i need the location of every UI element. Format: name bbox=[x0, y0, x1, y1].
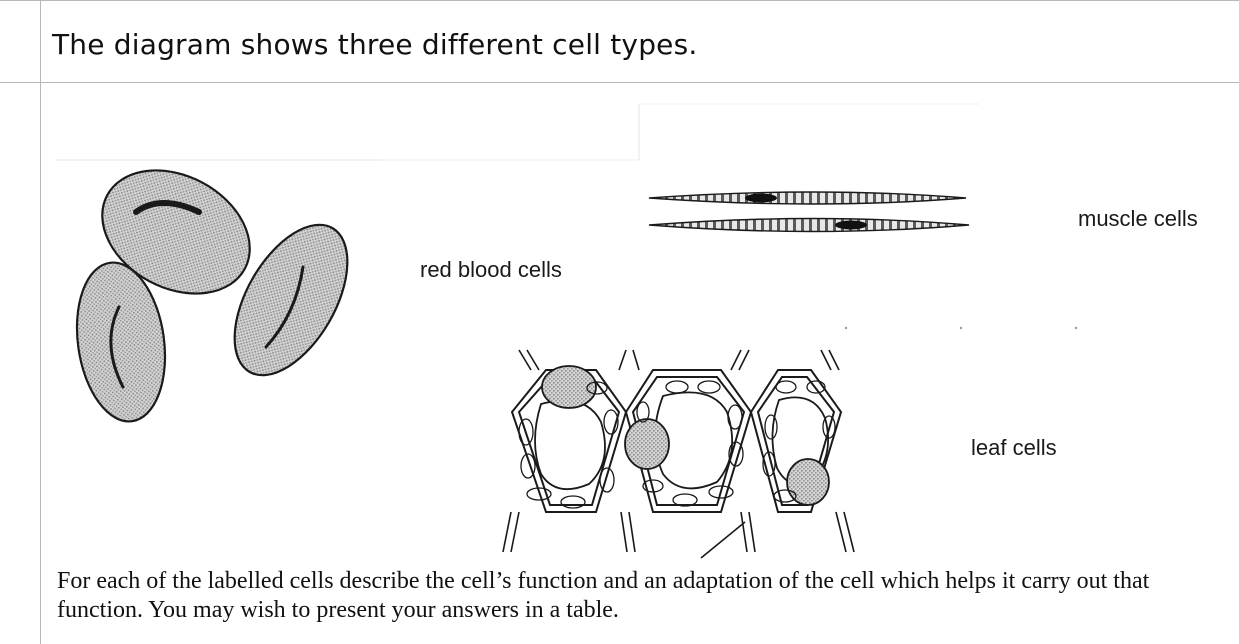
speck bbox=[960, 327, 962, 329]
muscle-cells-drawing bbox=[649, 192, 969, 232]
cell-diagram-drawing bbox=[41, 82, 1239, 560]
red-blood-cells-drawing bbox=[67, 146, 370, 427]
label-muscle-cells: muscle cells bbox=[1078, 206, 1198, 232]
label-leaf-cells: leaf cells bbox=[971, 435, 1057, 461]
question-title: The diagram shows three different cell t… bbox=[52, 28, 698, 61]
label-red-blood-cells: red blood cells bbox=[420, 257, 562, 283]
leaf-cells-drawing bbox=[503, 350, 854, 558]
cell-diagram: red blood cells muscle cells leaf cells bbox=[41, 82, 1239, 560]
speck bbox=[1075, 327, 1077, 329]
left-margin-column bbox=[0, 0, 41, 644]
question-instructions: For each of the labelled cells describe … bbox=[57, 567, 1232, 625]
top-rule bbox=[0, 0, 1239, 1]
speck bbox=[845, 327, 847, 329]
